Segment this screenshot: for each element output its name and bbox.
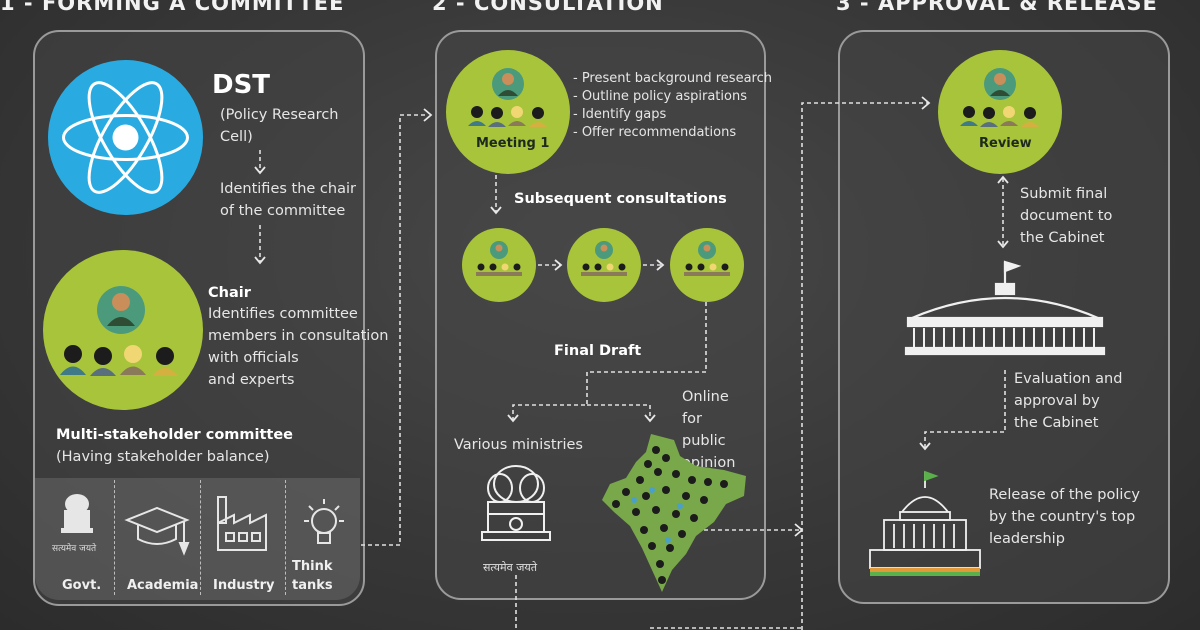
category-think: Think <box>292 559 333 574</box>
online-2: for <box>682 411 702 427</box>
meeting-point-1: - Present background research <box>573 71 772 86</box>
consultation-people-icon <box>684 241 730 276</box>
category-industry: Industry <box>213 578 275 593</box>
category-govt: Govt. <box>62 578 102 593</box>
category-tanks: tanks <box>292 578 333 593</box>
graduation-cap-icon <box>124 506 190 556</box>
chair-desc-3: with officials <box>208 350 299 366</box>
release-3: leadership <box>989 531 1065 547</box>
meeting-1-label: Meeting 1 <box>476 136 550 151</box>
online-3: public <box>682 433 726 449</box>
government-building-icon <box>869 470 981 576</box>
chair-title: Chair <box>208 285 251 301</box>
step-1-title: 1 - FORMING A COMMITTEE <box>0 0 345 15</box>
consultation-people-icon <box>476 241 522 276</box>
step-2-title: 2 - CONSULTATION <box>432 0 664 15</box>
dst-sub-2: Cell) <box>220 129 253 145</box>
consultation-circle-1 <box>462 228 536 302</box>
meeting-point-4: - Offer recommendations <box>573 125 737 140</box>
identifies-chair-2: of the committee <box>220 203 346 219</box>
chair-desc-2: members in consultation <box>208 328 389 344</box>
release-1: Release of the policy <box>989 487 1140 503</box>
emblem-icon <box>61 494 93 533</box>
dst-sub-1: (Policy Research <box>220 107 339 123</box>
divider <box>114 480 115 595</box>
meeting-point-3: - Identify gaps <box>573 107 667 122</box>
subsequent-consultations: Subsequent consultations <box>514 191 727 207</box>
dst-title: DST <box>212 70 271 100</box>
chair-people-icon <box>60 286 178 376</box>
india-crowd-map-icon <box>602 434 746 592</box>
parliament-icon <box>904 260 1106 356</box>
submit-1: Submit final <box>1020 186 1108 202</box>
meeting-point-2: - Outline policy aspirations <box>573 89 747 104</box>
divider <box>200 480 201 595</box>
various-ministries: Various ministries <box>454 437 583 453</box>
final-draft: Final Draft <box>554 343 642 359</box>
chair-desc-1: Identifies committee <box>208 306 358 322</box>
national-emblem-icon <box>481 465 551 541</box>
stakeholder-strip <box>35 478 360 600</box>
consultation-circle-2 <box>567 228 641 302</box>
emblem-text-large: सत्यमेव जयते <box>483 561 538 574</box>
evaluation-1: Evaluation and <box>1014 371 1123 387</box>
review-label: Review <box>979 136 1032 151</box>
divider <box>285 480 286 595</box>
submit-3: the Cabinet <box>1020 230 1105 246</box>
evaluation-3: the Cabinet <box>1014 415 1099 431</box>
identifies-chair-1: Identifies the chair <box>220 181 356 197</box>
consultation-circle-3 <box>670 228 744 302</box>
meeting-people-icon <box>468 68 547 127</box>
lightbulb-icon <box>304 499 344 544</box>
emblem-text-small: सत्यमेव जयते <box>52 544 97 554</box>
factory-icon <box>217 496 267 551</box>
committee-sub: (Having stakeholder balance) <box>56 449 270 465</box>
submit-2: document to <box>1020 208 1113 224</box>
chair-desc-4: and experts <box>208 372 295 388</box>
consultation-people-icon <box>581 241 627 276</box>
evaluation-2: approval by <box>1014 393 1100 409</box>
review-people-icon <box>960 68 1039 127</box>
online-1: Online <box>682 389 729 405</box>
category-academia: Academia <box>127 578 199 593</box>
committee-title: Multi-stakeholder committee <box>56 427 294 443</box>
atom-icon <box>62 81 189 194</box>
release-2: by the country's top <box>989 509 1136 525</box>
step-3-title: 3 - APPROVAL & RELEASE <box>836 0 1158 15</box>
